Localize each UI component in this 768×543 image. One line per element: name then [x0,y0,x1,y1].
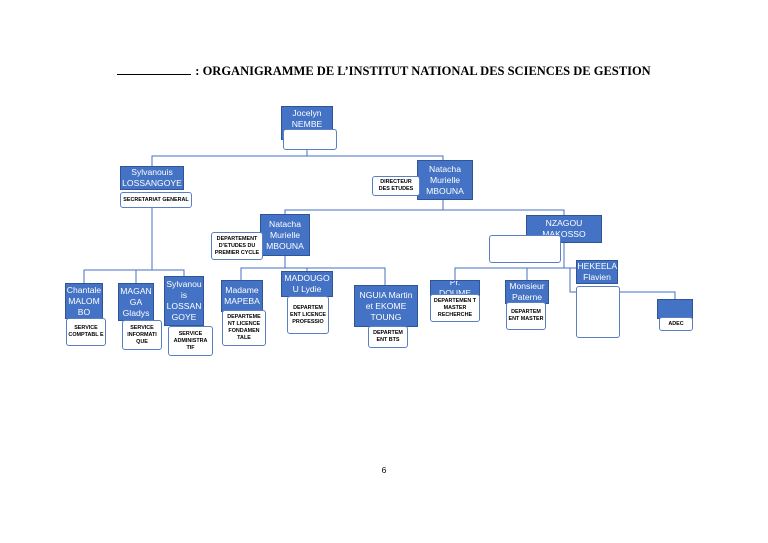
node-natacha-mbouna-directeur: Natacha Murielle MBOUNA [417,160,473,200]
empty-box-nembe [283,129,337,150]
node-nguia-ekome-toung: NGUIA Martin et EKOME TOUNG [354,285,418,327]
label-departement-bts: DEPARTEM ENT BTS [368,326,408,348]
node-maganga-gladys: MAGAN GA Gladys [118,283,154,321]
label-adec: ADEC [659,317,693,331]
node-label: HEKEELA Flavien [577,261,618,282]
node-sylvanouis-lossangoye-service: Sylvanou is LOSSAN GOYE [164,276,204,326]
connector-level1 [151,155,444,168]
node-label: Pr. DOUME [439,280,471,296]
node-monsieur-paterne: Monsieur Paterne [505,280,549,304]
connector-level3-left [240,267,386,285]
node-sylvanouis-lossangoye: Sylvanouis LOSSANGOYE [120,166,184,190]
label-secretariat-general: SECRETARIAT GENERAL [120,192,192,208]
title-text: : ORGANIGRAMME DE L’INSTITUT NATIONAL DE… [195,64,651,78]
node-hekeela-flavien: HEKEELA Flavien [576,260,618,284]
label-service-comptable: SERVICE COMPTABL E [66,318,106,346]
label-directeur-des-etudes: DIRECTEUR DES ETUDES [372,176,420,196]
node-label: Natacha Murielle MBOUNA [426,163,464,196]
label-service-informatique: SERVICE INFORMATI QUE [122,320,162,350]
connector-services [83,269,185,283]
connector-adec [569,268,676,299]
node-madougou-lydie: MADOUGO U Lydie [281,271,333,297]
label-departement-master: DEPARTEM ENT MASTER [506,302,546,330]
node-natacha-mbouna-departement: Natacha Murielle MBOUNA [260,214,310,256]
empty-box-makosso [489,235,561,263]
node-adec-box [657,299,693,319]
label-service-administratif: SERVICE ADMINISTRA TIF [168,326,213,356]
page-number: 6 [381,465,387,475]
node-label: NGUIA Martin et EKOME TOUNG [359,289,413,322]
empty-box-hekeela [576,286,620,338]
node-chantale-malombo: Chantale MALOM BO [65,283,103,319]
document-title: : ORGANIGRAMME DE L’INSTITUT NATIONAL DE… [0,64,768,79]
node-label: MADOUGO U Lydie [284,273,330,294]
node-label: MAGAN GA Gladys [120,285,152,318]
label-premier-cycle: DEPARTEMENT D’ETUDES DU PREMIER CYCLE [211,232,263,260]
node-label: Sylvanou is LOSSAN GOYE [166,279,202,322]
node-label: Chantale MALOM BO [66,284,102,317]
node-label: Jocelyn NEMBE [291,108,323,129]
connector-level2 [284,209,565,216]
node-label: NZAGOU MAKOSSO [542,218,586,239]
title-blank-line [117,64,192,75]
node-label: Monsieur Paterne [509,281,545,302]
node-nzagou-makosso: NZAGOU MAKOSSO [526,215,602,243]
node-madame-mapeba: Madame MAPEBA [221,280,263,312]
node-label: Sylvanouis LOSSANGOYE [122,167,182,188]
node-label: Madame MAPEBA [224,285,260,306]
connector-level3-right [454,267,605,280]
label-licence-professionnelle: DEPARTEM ENT LICENCE PROFESSIO [287,296,329,334]
node-label: Natacha Murielle MBOUNA [266,218,304,251]
label-licence-fondamentale: DEPARTEME NT LICENCE FONDAMEN TALE [222,310,266,346]
label-master-recherche: DEPARTEMEN T MASTER RECHERCHE [430,294,480,322]
